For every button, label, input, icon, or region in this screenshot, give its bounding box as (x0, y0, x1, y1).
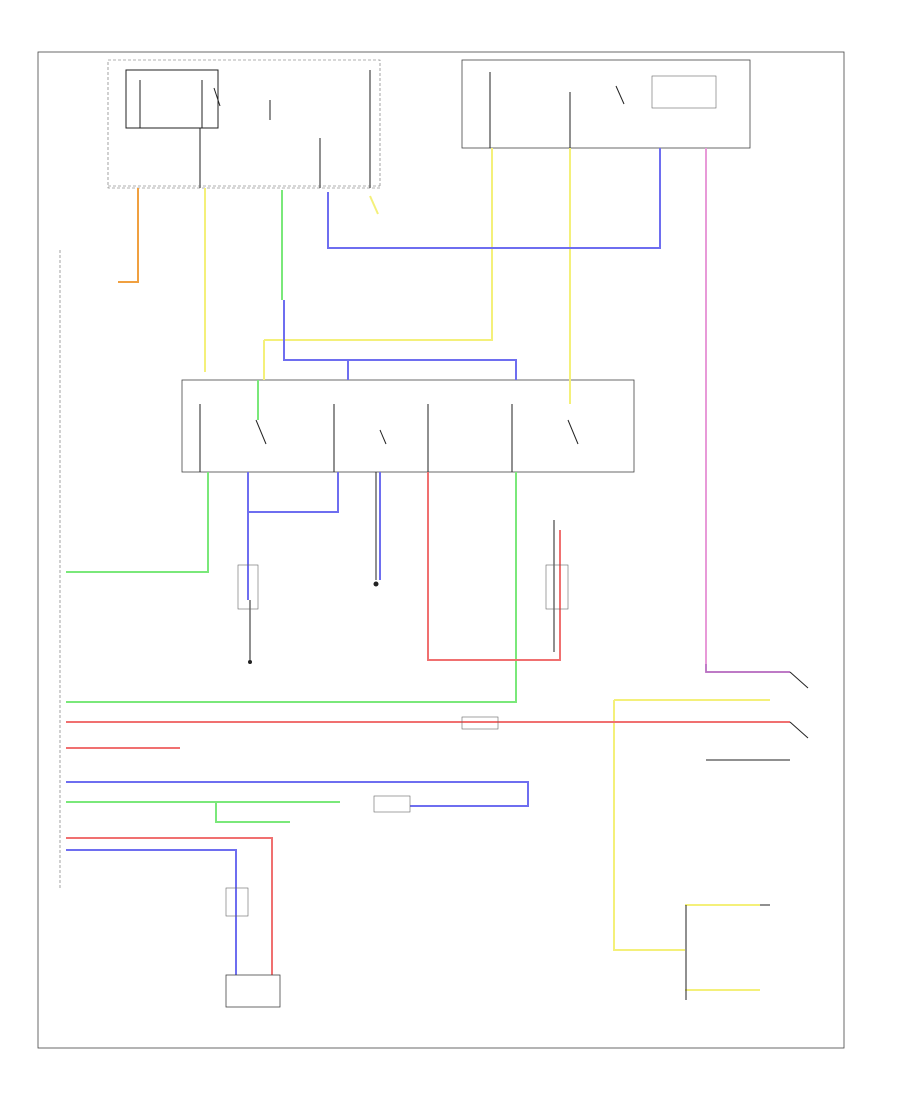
relay-block (181, 379, 635, 473)
control-unit-box (461, 59, 751, 149)
ground-symbols (248, 581, 379, 664)
green-wires (66, 190, 517, 823)
black-wires (249, 472, 790, 1000)
right-switches (760, 671, 809, 906)
orange-wire (118, 188, 139, 283)
pink-wire (705, 148, 790, 673)
component-boxes (225, 564, 569, 1008)
red-wires (66, 472, 790, 975)
purple-wire-segment (705, 664, 790, 673)
underhood-fuse-box (107, 59, 381, 189)
blue-wires (66, 148, 661, 975)
diagram-frame (37, 51, 845, 1049)
yellow-wires (204, 148, 770, 991)
